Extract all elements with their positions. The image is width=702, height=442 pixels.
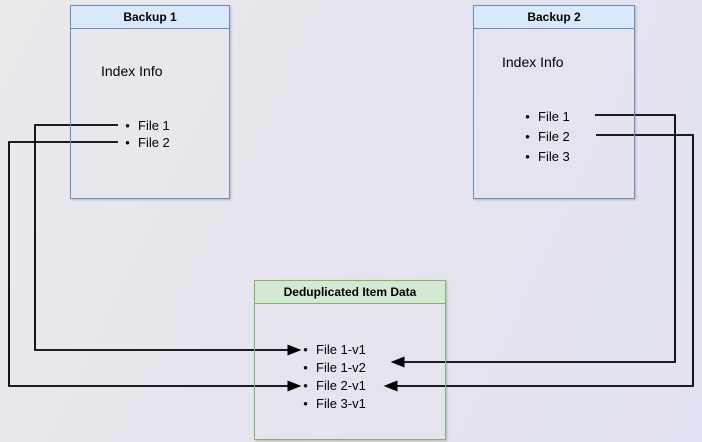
backup2-container: Backup 2 Index Info • File 1 • File 2 • … xyxy=(473,5,635,199)
backup1-container: Backup 1 Index Info • File 1 • File 2 xyxy=(70,5,230,199)
list-item: • File 3-v1 xyxy=(301,394,366,412)
dedup-title: Deduplicated Item Data xyxy=(283,285,417,299)
bullet-icon: • xyxy=(303,341,308,357)
backup2-file-3: File 3 xyxy=(538,148,570,164)
list-item: • File 2 xyxy=(123,134,170,151)
dedup-item-file1-v2: File 1-v2 xyxy=(316,359,366,375)
list-item: • File 1-v2 xyxy=(301,358,366,376)
bullet-icon: • xyxy=(525,128,530,144)
dedup-item-list: • File 1-v1 • File 1-v2 • File 2-v1 • Fi… xyxy=(301,340,366,412)
list-item: • File 1 xyxy=(523,106,570,126)
backup1-file-2: File 2 xyxy=(138,135,170,150)
backup2-file-list: • File 1 • File 2 • File 3 xyxy=(523,106,570,166)
backup2-file-2: File 2 xyxy=(538,128,570,144)
backup1-file-1: File 1 xyxy=(138,118,170,133)
list-item: • File 1 xyxy=(123,117,170,134)
dedup-item-file3-v1: File 3-v1 xyxy=(316,395,366,411)
backup2-title: Backup 2 xyxy=(527,10,581,24)
backup1-file-list: • File 1 • File 2 xyxy=(123,117,170,151)
list-item: • File 2-v1 xyxy=(301,376,366,394)
list-item: • File 3 xyxy=(523,146,570,166)
dedup-container: Deduplicated Item Data • File 1-v1 • Fil… xyxy=(254,280,446,440)
backup2-index-info-label: Index Info xyxy=(502,54,564,70)
bullet-icon: • xyxy=(525,148,530,164)
dedup-header: Deduplicated Item Data xyxy=(255,281,445,304)
list-item: • File 2 xyxy=(523,126,570,146)
dedup-item-file2-v1: File 2-v1 xyxy=(316,377,366,393)
dedup-item-file1-v1: File 1-v1 xyxy=(316,341,366,357)
backup1-index-info-label: Index Info xyxy=(101,63,163,79)
bullet-icon: • xyxy=(525,108,530,124)
backup1-header: Backup 1 xyxy=(71,6,229,29)
bullet-icon: • xyxy=(125,118,130,133)
backup2-file-1: File 1 xyxy=(538,108,570,124)
backup1-title: Backup 1 xyxy=(123,10,177,24)
bullet-icon: • xyxy=(303,377,308,393)
list-item: • File 1-v1 xyxy=(301,340,366,358)
backup2-header: Backup 2 xyxy=(474,6,634,29)
bullet-icon: • xyxy=(303,395,308,411)
bullet-icon: • xyxy=(125,135,130,150)
bullet-icon: • xyxy=(303,359,308,375)
